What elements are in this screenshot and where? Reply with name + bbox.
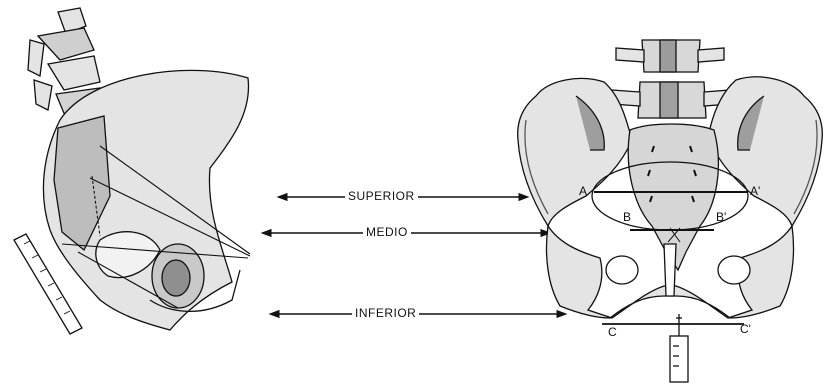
plane-arrows xyxy=(266,197,562,314)
label-medio: MEDIO xyxy=(363,225,411,239)
left-obturator-foramen xyxy=(606,256,638,284)
point-b: B xyxy=(623,211,631,224)
pelvis-frontal-view xyxy=(518,40,823,318)
point-a: A xyxy=(579,185,587,198)
point-c-prime: C' xyxy=(740,323,751,336)
point-b-prime: B' xyxy=(716,211,726,224)
pelvis-lateral-view xyxy=(14,8,250,334)
point-a-prime: A' xyxy=(750,185,760,198)
label-inferior: INFERIOR xyxy=(352,306,419,320)
point-c: C xyxy=(608,326,617,339)
frontal-left-ilium xyxy=(518,78,632,226)
frontal-vertebrae xyxy=(612,40,730,118)
label-superior: SUPERIOR xyxy=(345,189,418,203)
frontal-right-ilium xyxy=(708,77,822,226)
right-obturator-foramen xyxy=(718,256,750,284)
